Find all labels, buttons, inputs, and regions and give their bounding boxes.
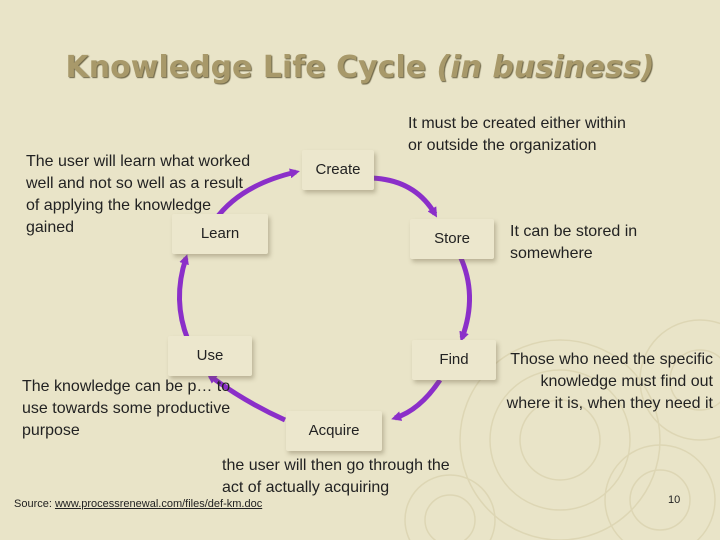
page-number: 10 (668, 494, 680, 506)
arrow-use-learn (179, 258, 188, 340)
note-learn: The user will learn what worked well and… (26, 151, 256, 239)
note-create: It must be created either within or outs… (408, 113, 638, 157)
note-use: The knowledge can be p… to use towards s… (22, 376, 252, 442)
node-find: Find (412, 340, 496, 380)
arrow-store-find (460, 256, 470, 338)
node-create: Create (302, 150, 374, 190)
source-link[interactable]: www.processrenewal.com/files/def-km.doc (55, 498, 262, 510)
arrow-create-store (372, 178, 435, 214)
arrow-find-acquire (395, 380, 440, 418)
note-store: It can be stored in somewhere (510, 221, 680, 265)
source-label: Source: (14, 498, 55, 510)
note-find: Those who need the specific knowledge mu… (498, 349, 713, 415)
source-citation: Source: www.processrenewal.com/files/def… (14, 498, 262, 510)
node-use: Use (168, 336, 252, 376)
node-acquire: Acquire (286, 411, 382, 451)
node-store: Store (410, 219, 494, 259)
note-acquire: the user will then go through the act of… (222, 455, 462, 499)
